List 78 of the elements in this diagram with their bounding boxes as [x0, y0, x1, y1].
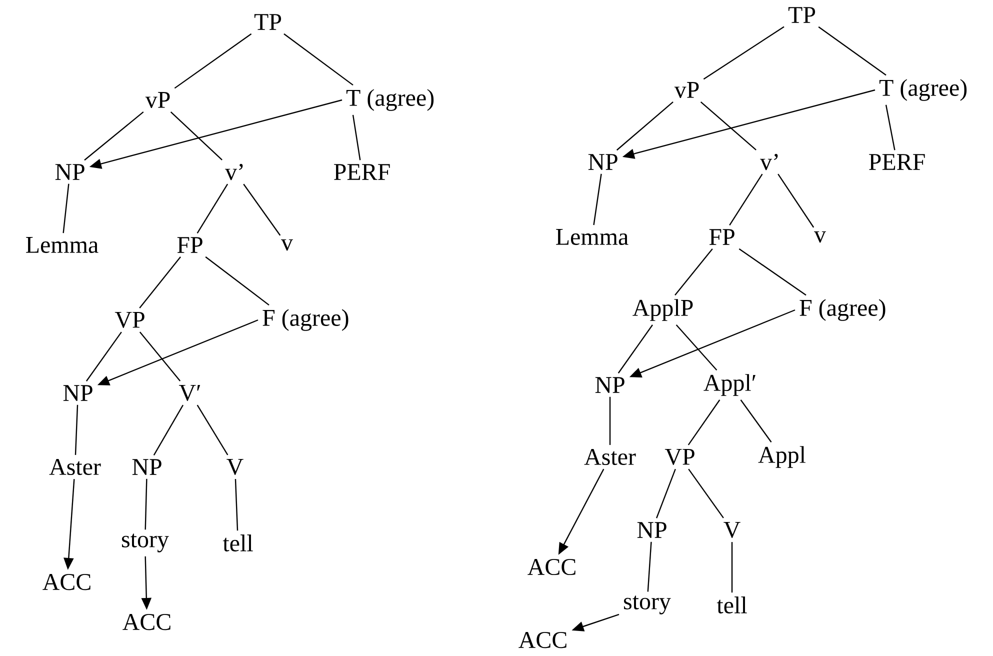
tree-label: ACC [42, 574, 90, 590]
branch-line [243, 184, 281, 236]
tree-label: VP [114, 312, 144, 328]
branch-line [618, 324, 653, 374]
tree-label: NP [637, 522, 666, 538]
tree-label: Aster [49, 458, 101, 476]
branch-line [205, 256, 270, 306]
branch-line [86, 332, 122, 382]
tree-label: TP [254, 14, 282, 30]
tree-label: Aster [584, 448, 636, 466]
tree-label: T (agree) [879, 79, 967, 101]
tree-label: ACC [122, 614, 170, 630]
branch-line [284, 33, 354, 86]
branch-line [885, 104, 896, 150]
tree-label: v’ [760, 154, 778, 170]
branch-line [676, 324, 718, 371]
branch-line [688, 468, 724, 518]
tree-label: PERF [334, 164, 390, 180]
branch-line [62, 184, 70, 234]
tree-label: vP [145, 92, 170, 108]
branch-line [174, 33, 252, 89]
tree-label: V [724, 522, 740, 538]
branch-line [647, 542, 652, 592]
tree-label: F (agree) [800, 299, 886, 321]
branch-line [818, 26, 886, 76]
tree-label: ACC [528, 558, 576, 576]
branch-line [352, 114, 361, 160]
tree-label: ApplP [632, 299, 693, 321]
tree-label: Lemma [26, 237, 98, 253]
branch-line [74, 404, 78, 455]
branch-line [703, 26, 784, 80]
branch-line [196, 184, 228, 234]
branch-line [674, 248, 713, 296]
branch-line [144, 478, 148, 530]
branch-line [234, 479, 238, 531]
branch-line [84, 112, 144, 161]
tree-label: TP [788, 7, 816, 23]
tree-label: FP [709, 229, 734, 245]
tree-label: NP [588, 154, 618, 170]
tree-label: tell [716, 596, 747, 614]
tree-label: V [226, 458, 244, 476]
tree-label: story [122, 534, 169, 552]
tree-label: T (agree) [346, 89, 434, 111]
tree-label: Appl′ [704, 374, 756, 396]
branch-line [616, 102, 674, 151]
branch-line [778, 174, 814, 228]
branch-line [740, 400, 772, 442]
tree-label: ACC [518, 632, 566, 648]
tree-label: V′ [178, 384, 200, 402]
tree-label: tell [222, 534, 253, 552]
branch-line [688, 400, 720, 446]
tree-label: FP [177, 237, 202, 253]
branch-line [656, 468, 676, 518]
tree-label: Appl [758, 446, 806, 468]
tree-label: F (agree) [262, 309, 348, 331]
tree-label: v’ [225, 164, 243, 180]
branch-line [738, 248, 806, 296]
tree-label: Lemma [556, 229, 628, 245]
branch-line [196, 404, 228, 456]
tree-label: PERF [869, 154, 925, 170]
branch-line [170, 112, 222, 160]
tree-label: NP [595, 377, 624, 393]
branch-line [731, 542, 733, 593]
branch-line [729, 174, 763, 226]
branch-line [153, 404, 184, 456]
tree-label: VP [664, 448, 694, 466]
branch-line [139, 256, 181, 308]
tree-label: v [814, 231, 826, 243]
branch-line [593, 174, 602, 226]
branch-line [139, 332, 181, 382]
tree-label: story [624, 596, 671, 614]
branch-line [700, 102, 756, 150]
tree-label: NP [63, 385, 92, 401]
tree-label: NP [55, 164, 84, 180]
tree-label: vP [674, 82, 699, 98]
tree-label: v [281, 239, 293, 251]
branch-line [609, 396, 611, 445]
tree-label: NP [132, 459, 162, 475]
